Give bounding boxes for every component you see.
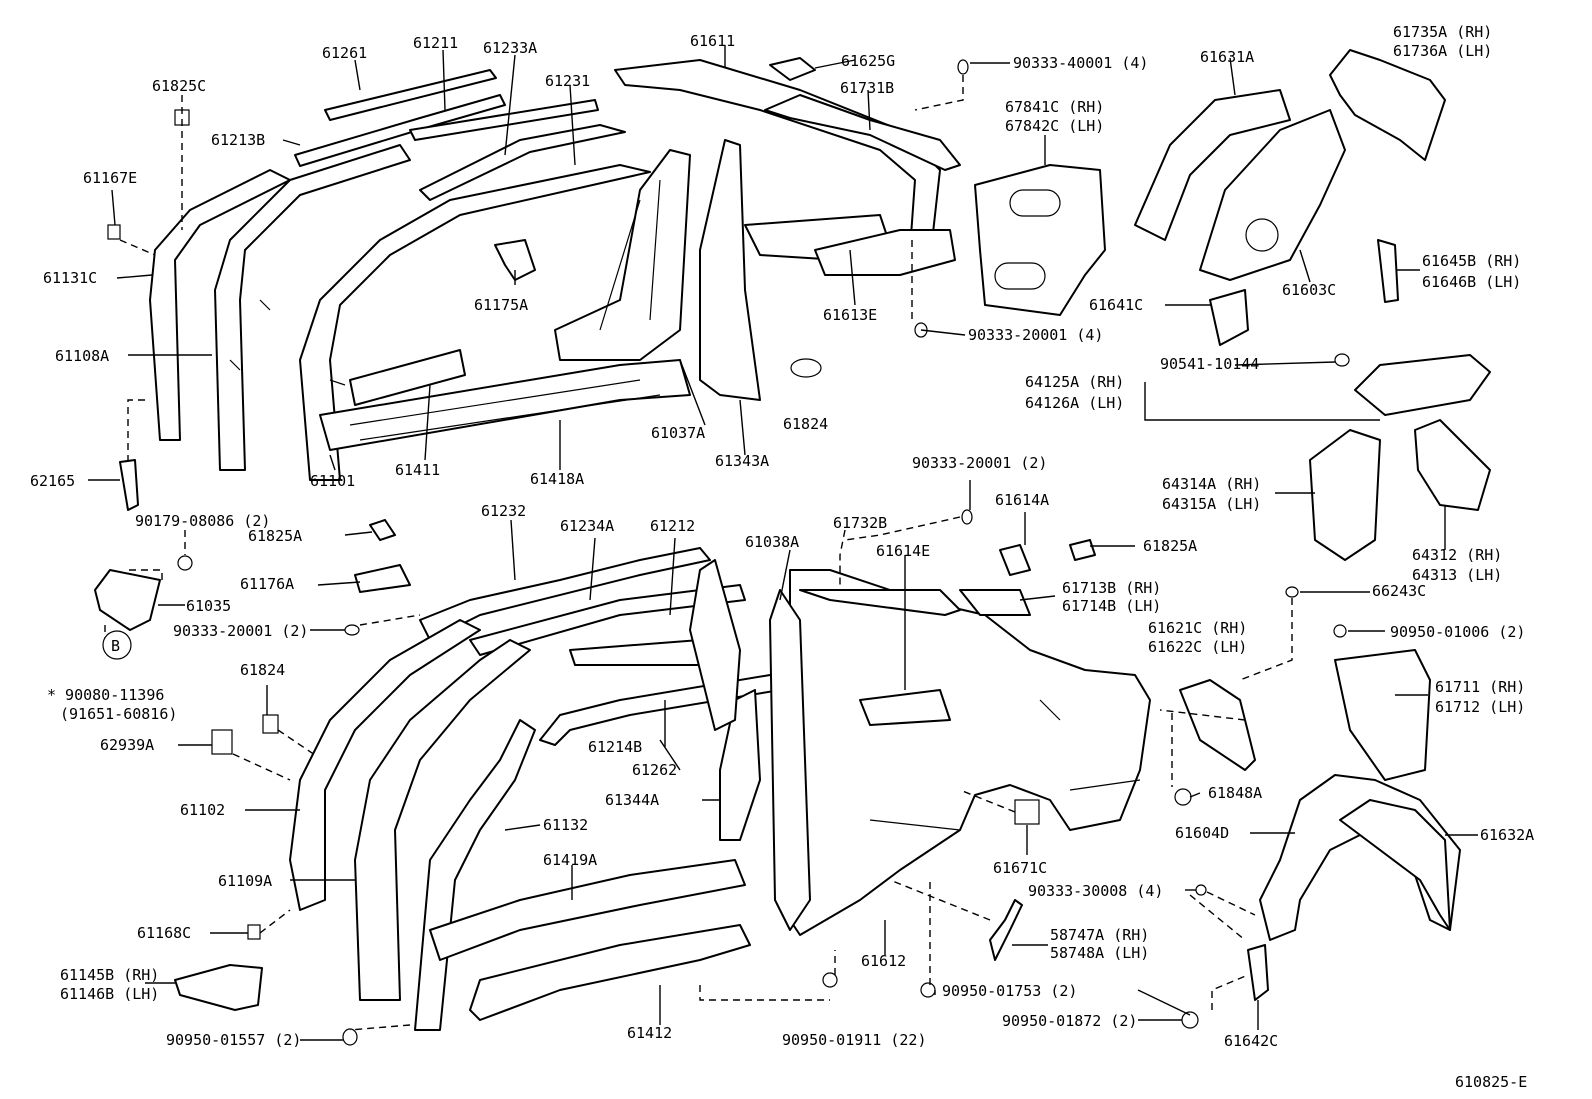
part-number-labels: 61261 61211 61233A 61611 61625G 90333-40… xyxy=(30,23,1534,1091)
label-61145B: 61145B (RH) xyxy=(60,966,159,984)
label-61642C: 61642C xyxy=(1224,1032,1278,1050)
label-61613E: 61613E xyxy=(823,306,877,324)
label-61212: 61212 xyxy=(650,517,695,535)
lower-right-quarter-panel-drawing xyxy=(769,509,1461,1029)
label-91651-60816: (91651-60816) xyxy=(60,705,177,723)
label-61109A: 61109A xyxy=(218,872,272,890)
label-62939A: 62939A xyxy=(100,736,154,754)
label-90333-20001-a: 90333-20001 (4) xyxy=(968,326,1103,344)
label-61604D: 61604D xyxy=(1175,824,1229,842)
label-61612: 61612 xyxy=(861,952,906,970)
label-61234A: 61234A xyxy=(560,517,614,535)
label-61412: 61412 xyxy=(627,1024,672,1042)
label-90950-01911: 90950-01911 (22) xyxy=(782,1031,927,1049)
label-61622C: 61622C (LH) xyxy=(1148,638,1247,656)
label-61131C: 61131C xyxy=(43,269,97,287)
upper-right-panels-drawing xyxy=(974,49,1491,561)
label-90950-01753: 90950-01753 (2) xyxy=(942,982,1077,1000)
label-61167E: 61167E xyxy=(83,169,137,187)
label-61625G: 61625G xyxy=(841,52,895,70)
label-64313: 64313 (LH) xyxy=(1412,566,1502,584)
label-61035: 61035 xyxy=(186,597,231,615)
label-90333-30008: 90333-30008 (4) xyxy=(1028,882,1163,900)
label-61848A: 61848A xyxy=(1208,784,1262,802)
label-61825A: 61825A xyxy=(248,527,302,545)
label-61711: 61711 (RH) xyxy=(1435,678,1525,696)
label-58747A: 58747A (RH) xyxy=(1050,926,1149,944)
label-90541-10144: 90541-10144 xyxy=(1160,355,1259,373)
label-61645B: 61645B (RH) xyxy=(1422,252,1521,270)
label-61232: 61232 xyxy=(481,502,526,520)
label-61102: 61102 xyxy=(180,801,225,819)
label-90950-01872: 90950-01872 (2) xyxy=(1002,1012,1137,1030)
leader-lines xyxy=(88,45,1478,1041)
label-61233A: 61233A xyxy=(483,39,537,57)
label-61108A: 61108A xyxy=(55,347,109,365)
label-61214B: 61214B xyxy=(588,738,642,756)
label-61713B: 61713B (RH) xyxy=(1062,579,1161,597)
label-61824-a: 61824 xyxy=(783,415,828,433)
label-90080-11396: * 90080-11396 xyxy=(47,686,164,704)
label-90333-20001-b: 90333-20001 (2) xyxy=(912,454,1047,472)
label-61411: 61411 xyxy=(395,461,440,479)
label-61037A: 61037A xyxy=(651,424,705,442)
label-58748A: 58748A (LH) xyxy=(1050,944,1149,962)
label-67841C: 67841C (RH) xyxy=(1005,98,1104,116)
label-61671C: 61671C xyxy=(993,859,1047,877)
label-64312: 64312 (RH) xyxy=(1412,546,1502,564)
label-90950-01006: 90950-01006 (2) xyxy=(1390,623,1525,641)
label-61614A: 61614A xyxy=(995,491,1049,509)
label-61632A: 61632A xyxy=(1480,826,1534,844)
upper-left-side-frame-drawing xyxy=(107,57,969,511)
label-61176A: 61176A xyxy=(240,575,294,593)
label-90333-20001-c: 90333-20001 (2) xyxy=(173,622,308,640)
label-90333-40001: 90333-40001 (4) xyxy=(1013,54,1148,72)
label-61101: 61101 xyxy=(310,472,355,490)
label-61168C: 61168C xyxy=(137,924,191,942)
label-61146B: 61146B (LH) xyxy=(60,985,159,1003)
label-61614E: 61614E xyxy=(876,542,930,560)
label-61825A-right: 61825A xyxy=(1143,537,1197,555)
label-61262: 61262 xyxy=(632,761,677,779)
label-61175A: 61175A xyxy=(474,296,528,314)
label-61641C: 61641C xyxy=(1089,296,1143,314)
label-61631A: 61631A xyxy=(1200,48,1254,66)
label-64126A: 64126A (LH) xyxy=(1025,394,1124,412)
label-64314A: 64314A (RH) xyxy=(1162,475,1261,493)
label-61712: 61712 (LH) xyxy=(1435,698,1525,716)
lower-left-side-frame-drawing xyxy=(94,519,791,1046)
label-66243C: 66243C xyxy=(1372,582,1426,600)
label-61646B: 61646B (LH) xyxy=(1422,273,1521,291)
label-61261: 61261 xyxy=(322,44,367,62)
label-61132: 61132 xyxy=(543,816,588,834)
label-61736A: 61736A (LH) xyxy=(1393,42,1492,60)
label-61825C: 61825C xyxy=(152,77,206,95)
label-61824-b: 61824 xyxy=(240,661,285,679)
label-61343A: 61343A xyxy=(715,452,769,470)
label-64125A: 64125A (RH) xyxy=(1025,373,1124,391)
label-62165: 62165 xyxy=(30,472,75,490)
label-61213B: 61213B xyxy=(211,131,265,149)
label-61735A: 61735A (RH) xyxy=(1393,23,1492,41)
label-61419A: 61419A xyxy=(543,851,597,869)
label-61344A: 61344A xyxy=(605,791,659,809)
label-61603C: 61603C xyxy=(1282,281,1336,299)
label-61611: 61611 xyxy=(690,32,735,50)
label-61621C: 61621C (RH) xyxy=(1148,619,1247,637)
callout-b-bubble xyxy=(102,630,132,660)
label-61714B: 61714B (LH) xyxy=(1062,597,1161,615)
diagram-code: 610825-E xyxy=(1455,1073,1527,1091)
label-61732B: 61732B xyxy=(833,514,887,532)
label-64315A: 64315A (LH) xyxy=(1162,495,1261,513)
label-67842C: 67842C (LH) xyxy=(1005,117,1104,135)
callout-b-letter: B xyxy=(111,637,120,655)
label-61038A: 61038A xyxy=(745,533,799,551)
label-61731B: 61731B xyxy=(840,79,894,97)
label-90179-08086: 90179-08086 (2) xyxy=(135,512,270,530)
label-61231: 61231 xyxy=(545,72,590,90)
label-90950-01557: 90950-01557 (2) xyxy=(166,1031,301,1049)
label-61211: 61211 xyxy=(413,34,458,52)
label-61418A: 61418A xyxy=(530,470,584,488)
